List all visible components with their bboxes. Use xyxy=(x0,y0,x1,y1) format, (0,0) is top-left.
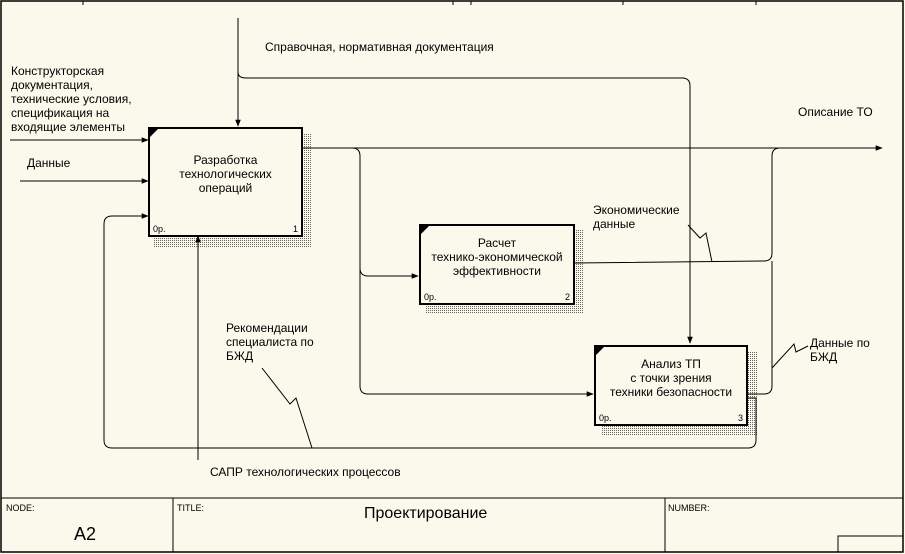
activity-box-1[interactable]: Разработка технологических операций 0р. … xyxy=(148,127,303,237)
activity-box-label: Анализ ТП с точки зрения техники безопас… xyxy=(609,356,733,399)
arrows xyxy=(10,18,883,460)
activity-box-cost: 0р. xyxy=(153,224,166,234)
activity-box-label: Разработка технологических операций xyxy=(179,153,272,195)
arrow-label-bzhd-data[interactable]: Данные по БЖД xyxy=(810,336,870,364)
arrow-feedback-loop xyxy=(103,213,757,449)
footer-node-label: NODE: xyxy=(6,503,35,513)
arrow-box1-to-box3 xyxy=(359,268,594,397)
arrow-label-design-docs[interactable]: Конструкторская документация, технически… xyxy=(11,64,132,134)
arrow-label-econ-data[interactable]: Экономические данные xyxy=(593,203,680,231)
activity-box-2[interactable]: Расчет технико-экономической эффективнос… xyxy=(419,224,575,305)
box-corner-mark xyxy=(150,129,158,137)
footer-number-label: NUMBER: xyxy=(668,503,710,513)
activity-box-number: 2 xyxy=(564,292,570,302)
arrow-control-docs-branch xyxy=(237,71,693,344)
leader-bzhd-data xyxy=(771,342,809,369)
leader-bzhd-recommend xyxy=(261,367,313,449)
arrow-label-data[interactable]: Данные xyxy=(27,156,71,170)
footer-title-value: Проектирование xyxy=(364,505,488,522)
box-corner-mark xyxy=(421,226,429,234)
top-ruler-ticks xyxy=(82,1,757,5)
activity-box-cost: 0р. xyxy=(599,413,612,423)
footer-node-value: A2 xyxy=(74,524,97,544)
activity-box-number: 1 xyxy=(292,224,298,234)
arrow-econ-data xyxy=(573,147,781,264)
activity-box-cost: 0р. xyxy=(424,292,437,302)
arrow-label-mechanism-cad[interactable]: САПР технологических процессов xyxy=(210,465,401,479)
activity-box-number: 3 xyxy=(737,413,743,423)
footer-grid xyxy=(1,497,904,553)
leader-econ-data xyxy=(687,224,713,263)
arrow-label-bzhd-recommend[interactable]: Рекомендации специалиста по БЖД xyxy=(226,321,314,363)
activity-box-label: Расчет технико-экономической эффективнос… xyxy=(431,235,563,278)
arrow-box1-to-box2 xyxy=(351,147,419,279)
arrow-label-description-to[interactable]: Описание ТО xyxy=(798,105,873,119)
footer-title-label: TITLE: xyxy=(177,503,205,513)
arrow-label-control-docs[interactable]: Справочная, нормативная документация xyxy=(265,40,494,54)
box-corner-mark xyxy=(596,347,604,355)
activity-box-3[interactable]: Анализ ТП с точки зрения техники безопас… xyxy=(594,345,748,426)
arrow-bzhd-data xyxy=(747,261,773,395)
